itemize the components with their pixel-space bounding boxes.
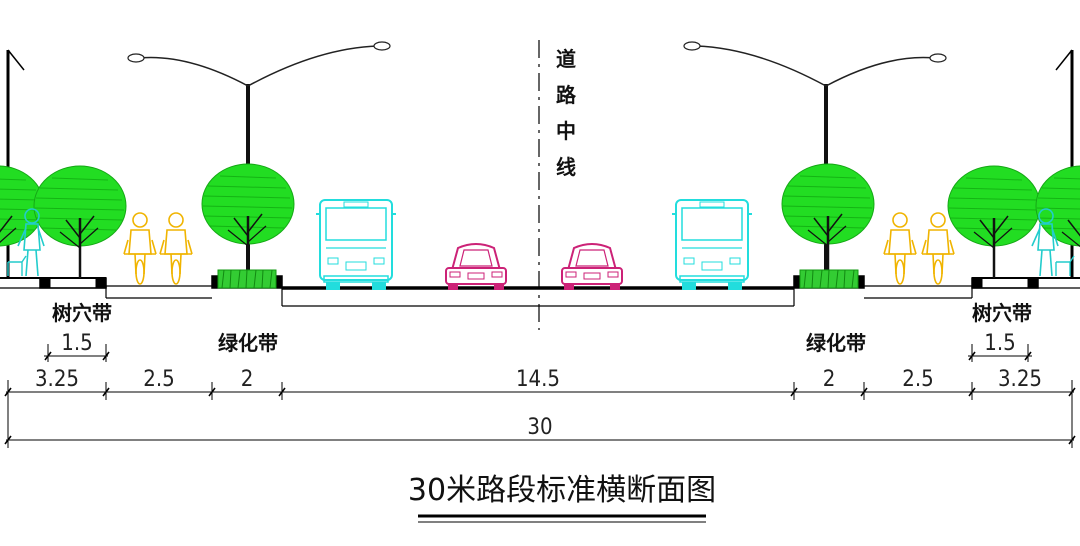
centerline-char-2: 路	[556, 83, 577, 107]
ground-profile	[0, 275, 1080, 307]
label-green-belt-left: 绿化带	[218, 331, 278, 355]
car-icon	[445, 243, 507, 291]
car-icon	[561, 243, 623, 291]
dog-icon	[7, 255, 27, 276]
cyclist-icon	[883, 212, 917, 285]
centerline-label: 道 路 中 线	[556, 47, 577, 179]
cyclist-icon	[123, 212, 157, 285]
dim-carriageway: 14.5	[516, 367, 560, 392]
grass-icon	[799, 269, 859, 289]
dim-green-belt-right: 2	[823, 367, 836, 392]
bus-icon	[315, 199, 397, 291]
dim-green-belt-left: 2	[241, 367, 254, 392]
dim-tree-pit-right: 1.5	[984, 331, 1015, 356]
label-tree-pit-left: 树穴带	[52, 301, 112, 325]
dim-tree-pit-left: 1.5	[61, 331, 92, 356]
grass-icon	[217, 269, 277, 289]
cyclist-icon	[921, 212, 955, 285]
centerline-char-4: 线	[556, 155, 576, 179]
label-tree-pit-right: 树穴带	[972, 301, 1032, 325]
tree-icon	[200, 162, 296, 278]
cyclist-icon	[159, 212, 193, 285]
tree-icon	[32, 164, 128, 280]
drawing-title: 30米路段标准横断面图	[408, 473, 716, 508]
dog-icon	[1055, 255, 1075, 276]
tree-icon	[780, 162, 876, 278]
dim-bike-lane-right: 2.5	[902, 367, 933, 392]
dim-total-width: 30	[527, 415, 552, 440]
dim-sidewalk-right: 3.25	[998, 367, 1042, 392]
bus-icon	[671, 199, 753, 291]
dim-sidewalk-left: 3.25	[35, 367, 79, 392]
dim-bike-lane-left: 2.5	[143, 367, 174, 392]
tree-icon	[946, 164, 1042, 280]
centerline-char-1: 道	[556, 47, 576, 71]
centerline-char-3: 中	[556, 119, 576, 143]
label-green-belt-right: 绿化带	[806, 331, 866, 355]
